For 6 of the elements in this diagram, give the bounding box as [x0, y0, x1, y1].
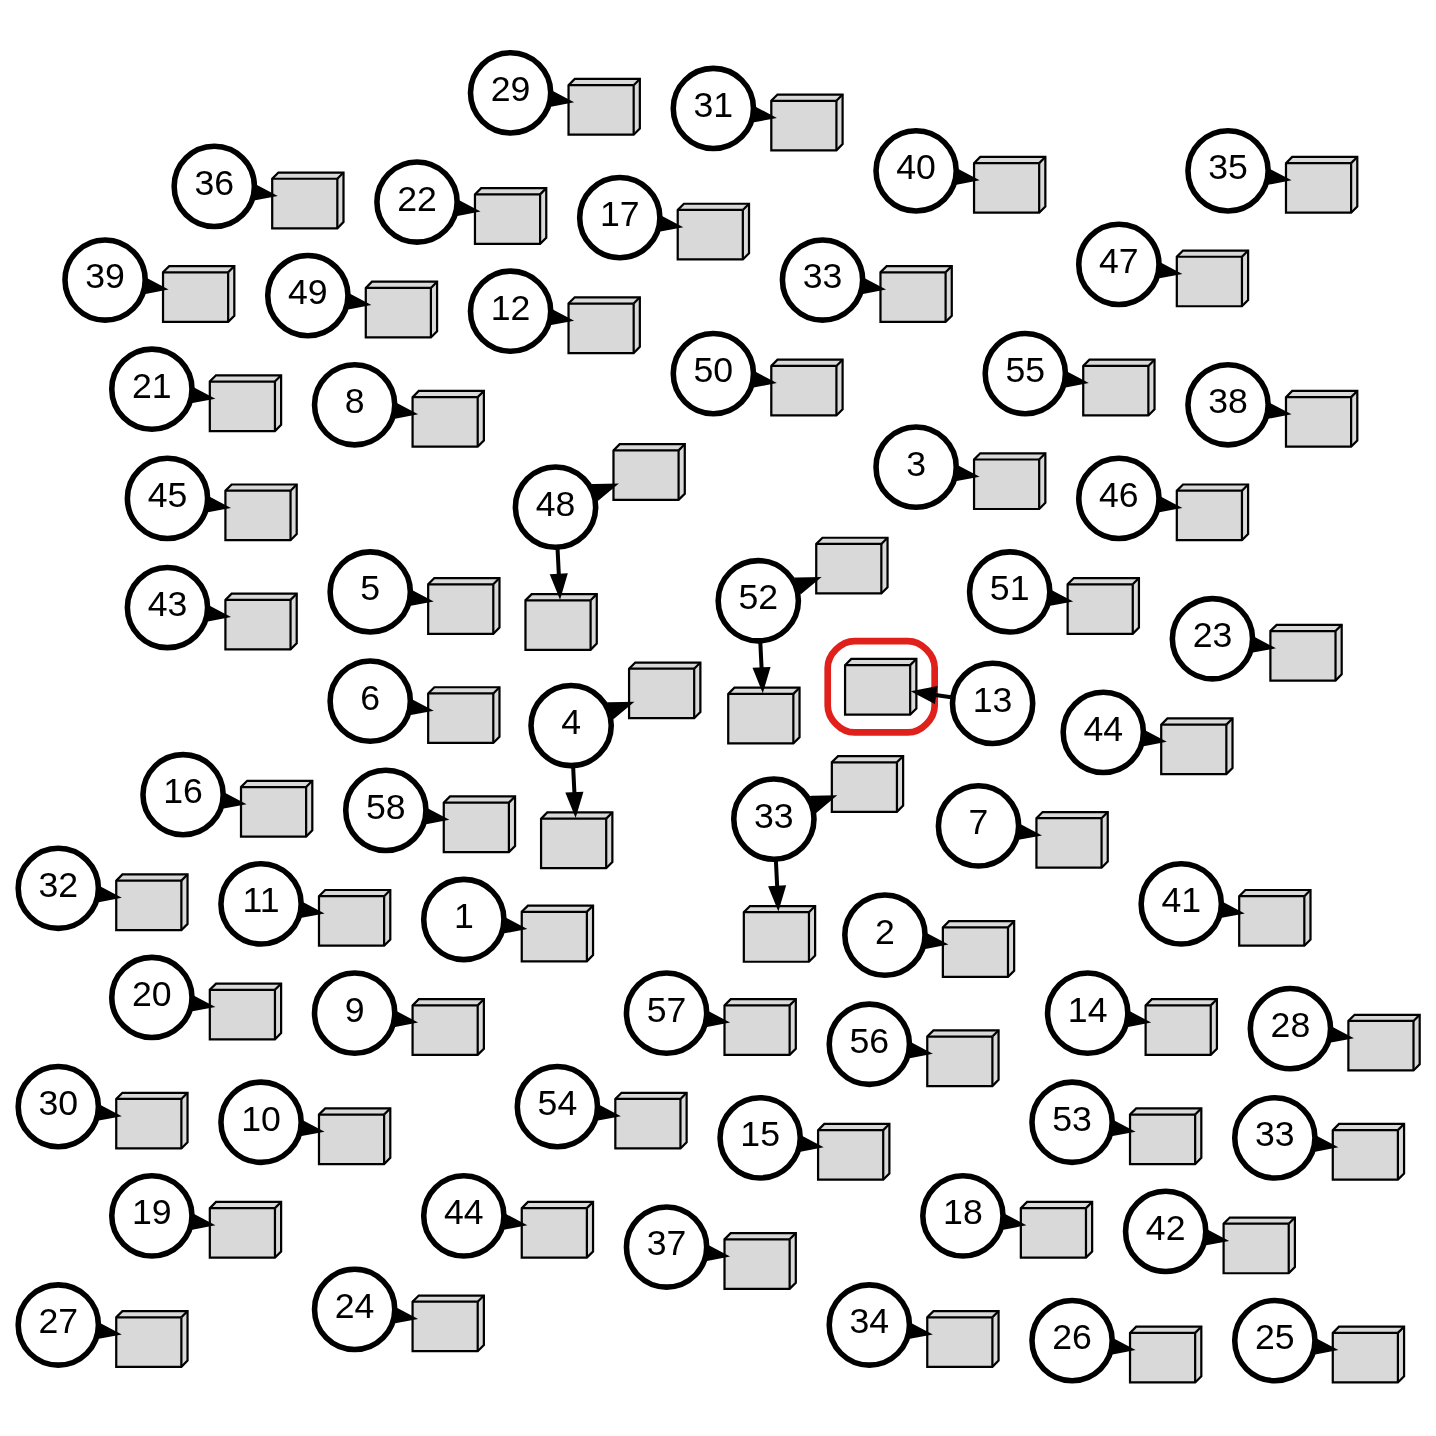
node-circle: 13	[949, 660, 1036, 747]
arrow	[910, 686, 954, 704]
arrow	[549, 547, 568, 600]
arrow	[752, 640, 771, 694]
arrow	[565, 765, 584, 818]
arrow	[768, 859, 787, 912]
